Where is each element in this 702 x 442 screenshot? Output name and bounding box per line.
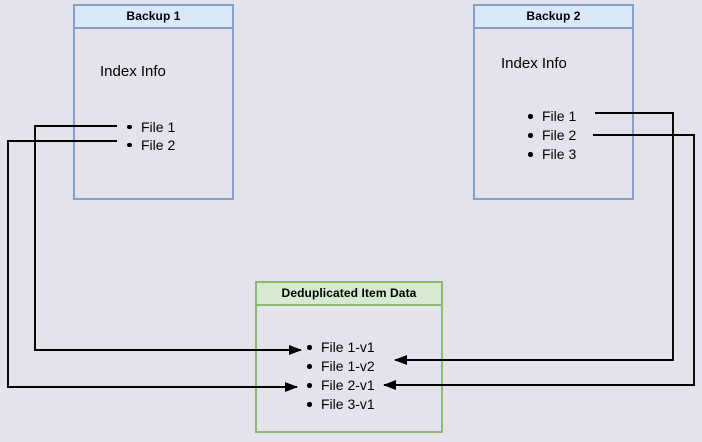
list-item: File 1-v1	[305, 338, 375, 357]
backup1-box: Backup 1 Index Info File 1 File 2	[73, 4, 234, 200]
dedup-title: Deduplicated Item Data	[257, 283, 441, 306]
backup1-file-list: File 1 File 2	[125, 118, 175, 154]
backup1-title: Backup 1	[75, 6, 232, 29]
list-item: File 1	[125, 118, 175, 136]
list-item: File 2-v1	[305, 376, 375, 395]
list-item: File 1-v2	[305, 357, 375, 376]
backup2-box: Backup 2 Index Info File 1 File 2 File 3	[473, 4, 634, 200]
list-item: File 2	[526, 126, 576, 145]
backup2-file-list: File 1 File 2 File 3	[526, 107, 576, 164]
list-item: File 2	[125, 136, 175, 154]
list-item: File 3	[526, 145, 576, 164]
backup1-subtitle: Index Info	[100, 63, 166, 80]
list-item: File 1	[526, 107, 576, 126]
backup2-title: Backup 2	[475, 6, 632, 29]
deduplicated-item-data-box: Deduplicated Item Data File 1-v1 File 1-…	[255, 281, 443, 433]
backup2-subtitle: Index Info	[501, 55, 567, 72]
list-item: File 3-v1	[305, 395, 375, 414]
dedup-file-list: File 1-v1 File 1-v2 File 2-v1 File 3-v1	[305, 338, 375, 414]
